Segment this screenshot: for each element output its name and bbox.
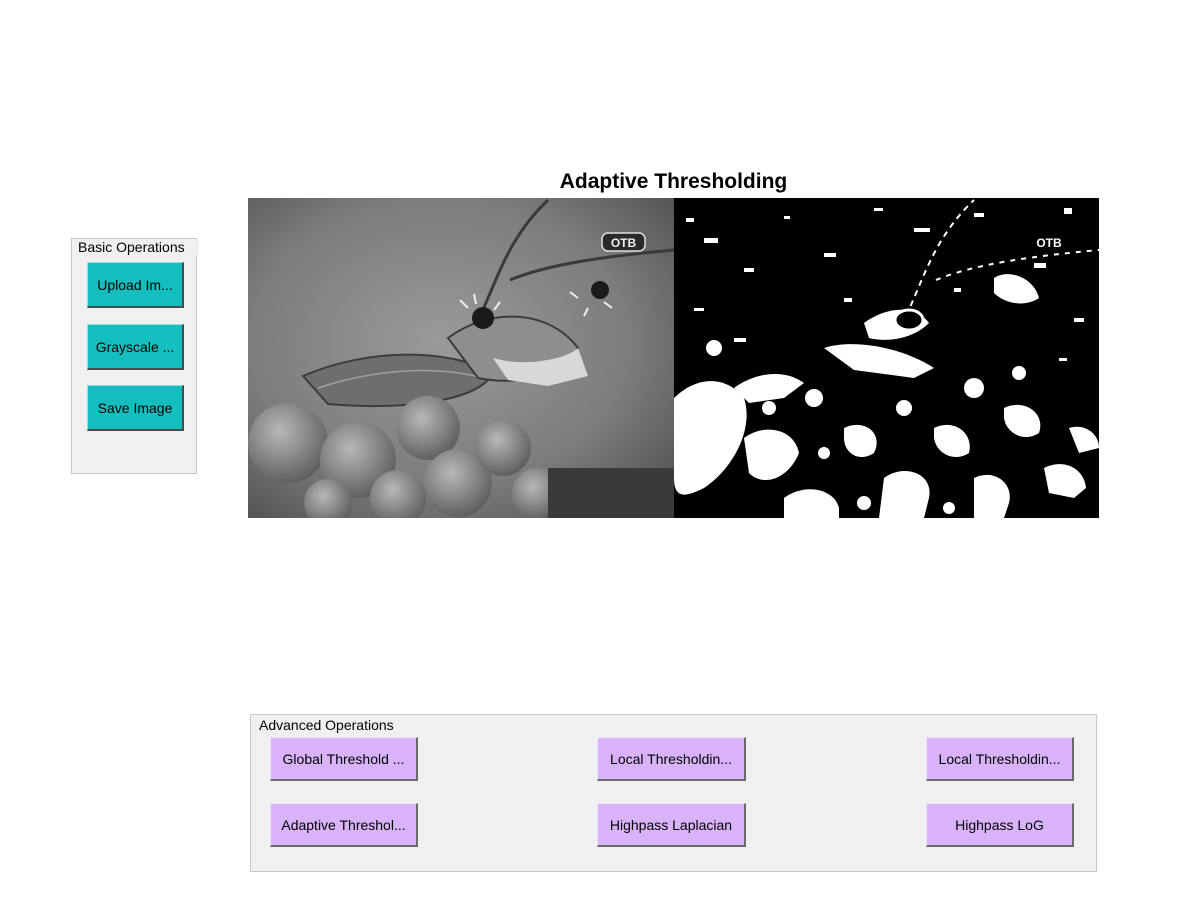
grayscale-image: ОТВ: [248, 198, 675, 518]
adaptive-threshold-button[interactable]: Adaptive Threshol...: [270, 803, 418, 847]
highpass-log-button[interactable]: Highpass LoG: [926, 803, 1074, 847]
watermark-right: ОТВ: [1036, 236, 1062, 250]
figure-title: Adaptive Thresholding: [559, 170, 788, 193]
watermark-left: ОТВ: [611, 236, 637, 250]
local-thresholding-button-2[interactable]: Local Thresholdin...: [926, 737, 1074, 781]
advanced-operations-title: Advanced Operations: [256, 717, 397, 733]
local-thresholding-button-1[interactable]: Local Thresholdin...: [597, 737, 746, 781]
image-display: ОТВ: [248, 198, 1099, 518]
thresholded-image: ОТВ: [674, 198, 1099, 518]
highpass-laplacian-button[interactable]: Highpass Laplacian: [597, 803, 746, 847]
save-image-button[interactable]: Save Image: [87, 385, 184, 431]
grayscale-button[interactable]: Grayscale ...: [87, 324, 184, 370]
global-threshold-button[interactable]: Global Threshold ...: [270, 737, 418, 781]
basic-operations-title: Basic Operations: [77, 239, 199, 255]
upload-image-button[interactable]: Upload Im...: [87, 262, 184, 308]
